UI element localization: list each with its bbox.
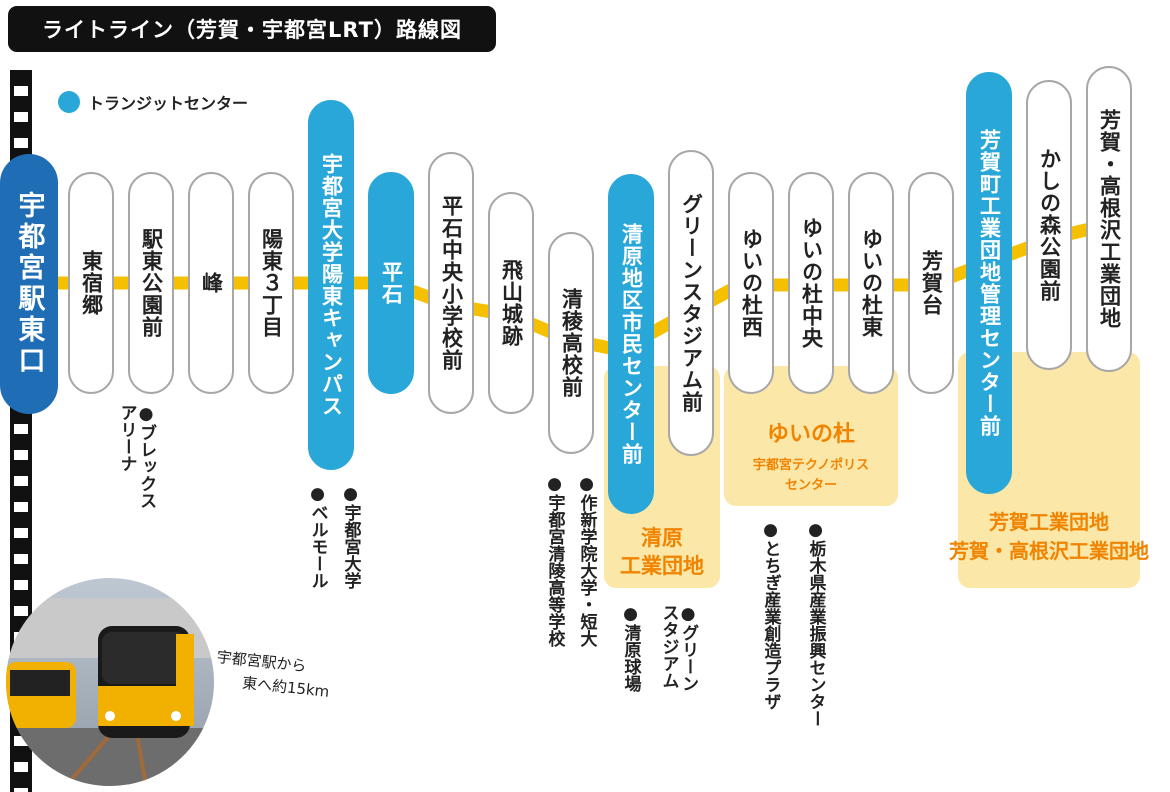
poi-tochigi-industry-center: ●栃木県産業振興センター bbox=[805, 520, 826, 727]
station-name: かしの森公園前 bbox=[1037, 148, 1062, 302]
station-4: 陽東３丁目 bbox=[248, 172, 294, 394]
station-3: 峰 bbox=[188, 172, 234, 394]
station-5: 宇都宮大学陽東キャンパス bbox=[308, 100, 354, 470]
tram-photo bbox=[6, 578, 214, 786]
poi-utsunomiya-university: ●宇都宮大学 bbox=[340, 484, 361, 589]
station-14: ゆいの杜東 bbox=[848, 172, 894, 394]
station-name: グリーンスタジアム前 bbox=[679, 193, 704, 413]
transit-center-legend-icon bbox=[58, 91, 80, 113]
station-13: ゆいの杜中央 bbox=[788, 172, 834, 394]
station-7: 平石中央小学校前 bbox=[428, 152, 474, 414]
zone-yuinomori-sub1: 宇都宮テクノポリス bbox=[752, 458, 870, 473]
poi-brex-arena: ●ブレックスアリーナ bbox=[116, 404, 157, 509]
station-15: 芳賀台 bbox=[908, 172, 954, 394]
station-17: かしの森公園前 bbox=[1026, 80, 1072, 370]
station-name: ゆいの杜東 bbox=[859, 228, 884, 338]
station-name: 清稜高校前 bbox=[559, 288, 584, 398]
zone-haga-label: 芳賀工業団地 芳賀・高根沢工業団地 bbox=[920, 508, 1170, 566]
station-8: 飛山城跡 bbox=[488, 192, 534, 414]
zone-kiyohara-line2: 工業団地 bbox=[620, 554, 704, 579]
station-12: ゆいの杜西 bbox=[728, 172, 774, 394]
poi-seiryo-high-school: ●宇都宮清陵高等学校 bbox=[544, 474, 565, 647]
station-2: 駅東公園前 bbox=[128, 172, 174, 394]
page-title: ライトライン（芳賀・宇都宮LRT）路線図 bbox=[8, 6, 496, 52]
station-name: 駅東公園前 bbox=[139, 228, 164, 338]
poi-tochigi-creation-plaza: ●とちぎ産業創造プラザ bbox=[760, 520, 781, 710]
station-name: 陽東３丁目 bbox=[259, 228, 284, 338]
station-11: グリーンスタジアム前 bbox=[668, 150, 714, 456]
zone-haga-line2: 芳賀・高根沢工業団地 bbox=[949, 539, 1149, 563]
station-name: ゆいの杜中央 bbox=[799, 217, 824, 349]
station-name: 宇都宮駅東口 bbox=[13, 191, 45, 377]
station-9: 清稜高校前 bbox=[548, 232, 594, 454]
station-name: 飛山城跡 bbox=[499, 259, 524, 347]
station-6: 平石 bbox=[368, 172, 414, 394]
zone-kiyohara-label: 清原 工業団地 bbox=[604, 524, 720, 581]
legend: トランジットセンター bbox=[58, 90, 248, 114]
station-0: 宇都宮駅東口 bbox=[0, 154, 58, 414]
poi-sakushin-university: ●作新学院大学・短大 bbox=[576, 474, 597, 647]
station-name: 東宿郷 bbox=[79, 250, 104, 316]
station-name: ゆいの杜西 bbox=[739, 228, 764, 338]
station-name: 峰 bbox=[199, 272, 224, 294]
zone-yuinomori-label: ゆいの杜 宇都宮テクノポリス センター bbox=[724, 416, 898, 495]
zone-haga-line1: 芳賀工業団地 bbox=[989, 510, 1109, 534]
station-1: 東宿郷 bbox=[68, 172, 114, 394]
station-name: 芳賀・高根沢工業団地 bbox=[1097, 109, 1122, 329]
legend-label: トランジットセンター bbox=[88, 94, 249, 113]
station-name: 平石 bbox=[379, 261, 404, 305]
zone-kiyohara-line1: 清原 bbox=[641, 526, 683, 550]
poi-green-stadium: ●グリーンスタジアム bbox=[658, 604, 699, 692]
zone-yuinomori-sub2: センター bbox=[784, 477, 837, 493]
station-name: 平石中央小学校前 bbox=[439, 195, 464, 371]
station-name: 芳賀町工業団地管理センター前 bbox=[977, 129, 1002, 437]
station-name: 芳賀台 bbox=[919, 250, 944, 316]
station-10: 清原地区市民センター前 bbox=[608, 174, 654, 514]
poi-kiyohara-ballpark: ●清原球場 bbox=[620, 604, 641, 692]
station-16: 芳賀町工業団地管理センター前 bbox=[966, 72, 1012, 494]
station-name: 清原地区市民センター前 bbox=[619, 223, 644, 465]
zone-yuinomori-name: ゆいの杜 bbox=[766, 422, 855, 447]
poi-bell-mall: ●ベルモール bbox=[307, 484, 328, 589]
station-name: 宇都宮大学陽東キャンパス bbox=[319, 153, 344, 417]
station-18: 芳賀・高根沢工業団地 bbox=[1086, 66, 1132, 372]
